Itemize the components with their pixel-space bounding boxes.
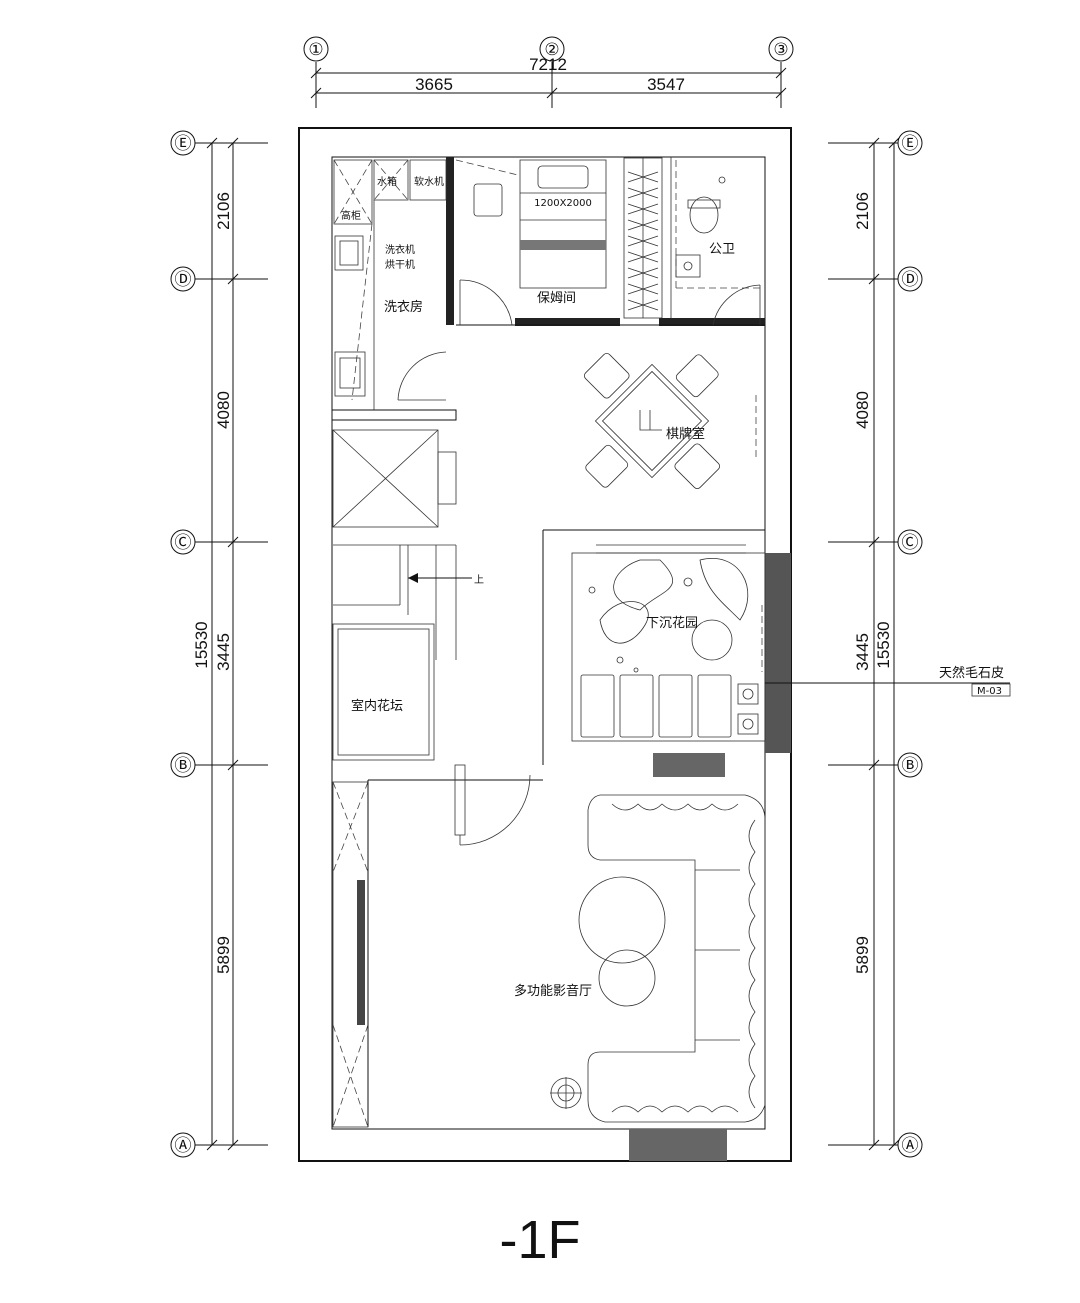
dim-left-seg-4: 5899 [214,936,233,974]
axis-label-B-right: Ⓑ [902,756,919,776]
label-laundry: 洗衣房 [384,299,423,315]
axis-label-D-right: Ⓓ [902,270,919,290]
axis-label-D-left: Ⓓ [175,270,192,290]
material-label: 天然毛石皮 [939,665,1004,681]
label-softener: 软水机 [414,175,444,188]
label-indoor-planter: 室内花坛 [351,698,403,714]
media-room: 多功能影音厅 [332,764,766,1128]
label-stair-up: 上 [474,574,484,586]
building-walls [298,127,792,1162]
label-water-tank: 水箱 [377,175,397,188]
axis-label-3: ③ [773,40,788,60]
toilet-icon [689,196,719,234]
laundry-zone: 水箱 软水机 高柜 洗衣机 烘干机 洗衣房 [333,159,447,410]
label-card-room: 棋牌室 [666,426,705,442]
label-washer: 洗衣机 [385,243,415,256]
sofa [587,794,766,1123]
dim-left-total: 15530 [192,621,211,668]
coffee-table-large [578,876,666,964]
axis-bubble-1 [303,36,329,62]
dim-top-total: 7212 [529,55,567,74]
sunken-garden: 下沉花园 [571,544,766,742]
material-code: M-03 [977,686,1002,697]
dim-right-seg-1: 2106 [853,192,872,230]
dim-right-total: 15530 [874,621,893,668]
axis-label-B-left: Ⓑ [175,756,192,776]
label-bed-size: 1200X2000 [534,198,592,209]
dim-left-seg-2: 4080 [214,391,233,429]
dim-right-seg-4: 5899 [853,936,872,974]
axis-label-2: ② [544,40,559,60]
axis-label-C-right: Ⓒ [902,533,919,553]
dim-top-right: 3547 [647,75,685,94]
bed [519,159,607,289]
tv-screen [357,880,365,1025]
tree-canopy [613,559,673,611]
label-tall-cabinet: 高柜 [341,209,361,222]
nanny-room: 1200X2000 保姆间 [455,157,663,326]
label-dryer: 烘干机 [385,258,415,271]
card-room: 棋牌室 [583,352,757,490]
axis-label-A-left: Ⓐ [175,1136,192,1156]
dim-right-seg-3: 3445 [853,633,872,671]
axis-label-C-left: Ⓒ [175,533,192,553]
axis-bubble-2 [539,36,565,62]
floor-title: -1F [500,1210,581,1270]
card-table [594,363,710,479]
dim-top-left: 3665 [415,75,453,94]
axis-label-E-right: Ⓔ [902,134,919,154]
label-media-room: 多功能影音厅 [514,983,592,999]
core-zone: 上 室内花坛 [332,429,484,761]
label-public-wc: 公卫 [709,242,735,257]
axis-label-A-right: Ⓐ [902,1136,919,1156]
dim-left-seg-3: 3445 [214,633,233,671]
dim-right-seg-2: 4080 [853,391,872,429]
axis-label-E-left: Ⓔ [175,134,192,154]
material-annotation: 天然毛石皮 M-03 [765,665,1011,697]
stone-wall-hatch [765,553,791,753]
row-axis-group: Ⓔ Ⓓ Ⓒ Ⓑ Ⓐ Ⓔ Ⓓ Ⓒ Ⓑ Ⓐ [170,130,923,1158]
dim-left-seg-1: 2106 [214,192,233,230]
label-nanny-room: 保姆间 [537,291,576,306]
public-wc: 公卫 [670,157,761,326]
top-dimension-group: ① ② ③ 7212 3665 3547 [303,36,794,108]
axis-bubble-3 [768,36,794,62]
label-sunken-garden: 下沉花园 [646,615,698,631]
axis-label-1: ① [308,40,323,60]
coffee-table-small [598,949,656,1007]
